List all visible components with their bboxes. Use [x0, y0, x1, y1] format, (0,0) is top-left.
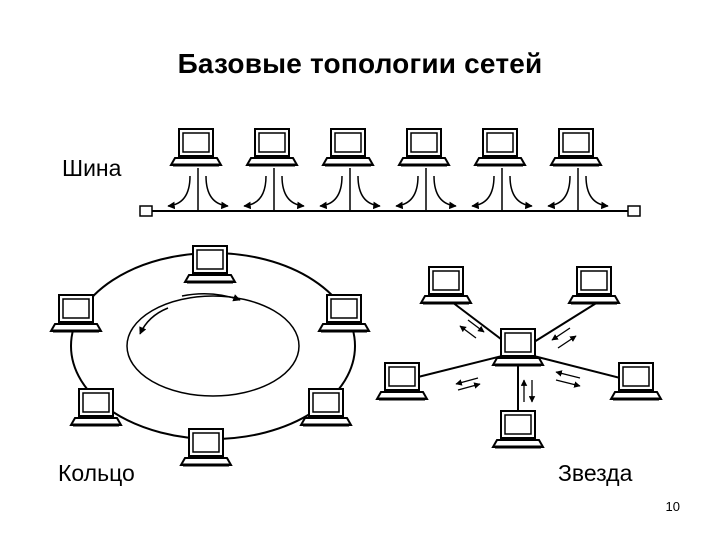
bus-computer-icon — [169, 127, 223, 167]
star-computer-icon — [375, 361, 429, 401]
star-computer-icon — [419, 265, 473, 305]
ring-cable-inner — [126, 295, 300, 397]
label-star: Звезда — [558, 460, 633, 486]
bus-signal-arrow — [585, 175, 609, 210]
ring-direction-arrow — [139, 307, 169, 335]
bus-terminator-right — [627, 205, 641, 217]
bus-signal-arrow — [357, 175, 381, 210]
bus-signal-arrow — [433, 175, 457, 210]
star-link — [405, 351, 519, 381]
ring-computer-icon — [183, 244, 237, 284]
star-hub-computer-icon — [491, 327, 545, 367]
label-ring: Кольцо — [58, 460, 135, 486]
label-bus: Шина — [62, 155, 122, 181]
bus-terminator-left — [139, 205, 153, 217]
bus-signal-arrow — [471, 175, 495, 210]
ring-topology — [49, 244, 371, 467]
star-computer-icon — [491, 409, 545, 449]
bus-computer-icon — [473, 127, 527, 167]
bus-drops — [167, 168, 609, 211]
bus-signal-arrow — [167, 175, 191, 210]
bus-computer-icon — [245, 127, 299, 167]
slide-title: Базовые топологии сетей — [177, 48, 543, 79]
bus-signal-arrow — [547, 175, 571, 210]
bus-signal-arrow — [319, 175, 343, 210]
bus-topology — [139, 127, 641, 217]
bus-computer-icon — [321, 127, 375, 167]
bus-signal-arrow — [395, 175, 419, 210]
star-computer-icon — [609, 361, 663, 401]
star-computer-icon — [567, 265, 621, 305]
ring-computer-icon — [317, 293, 371, 333]
bus-signal-arrow — [509, 175, 533, 210]
ring-computer-icon — [69, 387, 123, 427]
bus-signal-arrow — [243, 175, 267, 210]
bus-signal-arrow — [205, 175, 229, 210]
page-number: 10 — [665, 499, 680, 514]
bus-computer-icon — [549, 127, 603, 167]
ring-computer-icon — [299, 387, 353, 427]
ring-computer-icon — [49, 293, 103, 333]
ring-direction-arrow — [181, 293, 241, 302]
ring-computer-icon — [179, 427, 233, 467]
bus-signal-arrow — [281, 175, 305, 210]
bus-computer-icon — [397, 127, 451, 167]
star-topology — [375, 265, 663, 449]
